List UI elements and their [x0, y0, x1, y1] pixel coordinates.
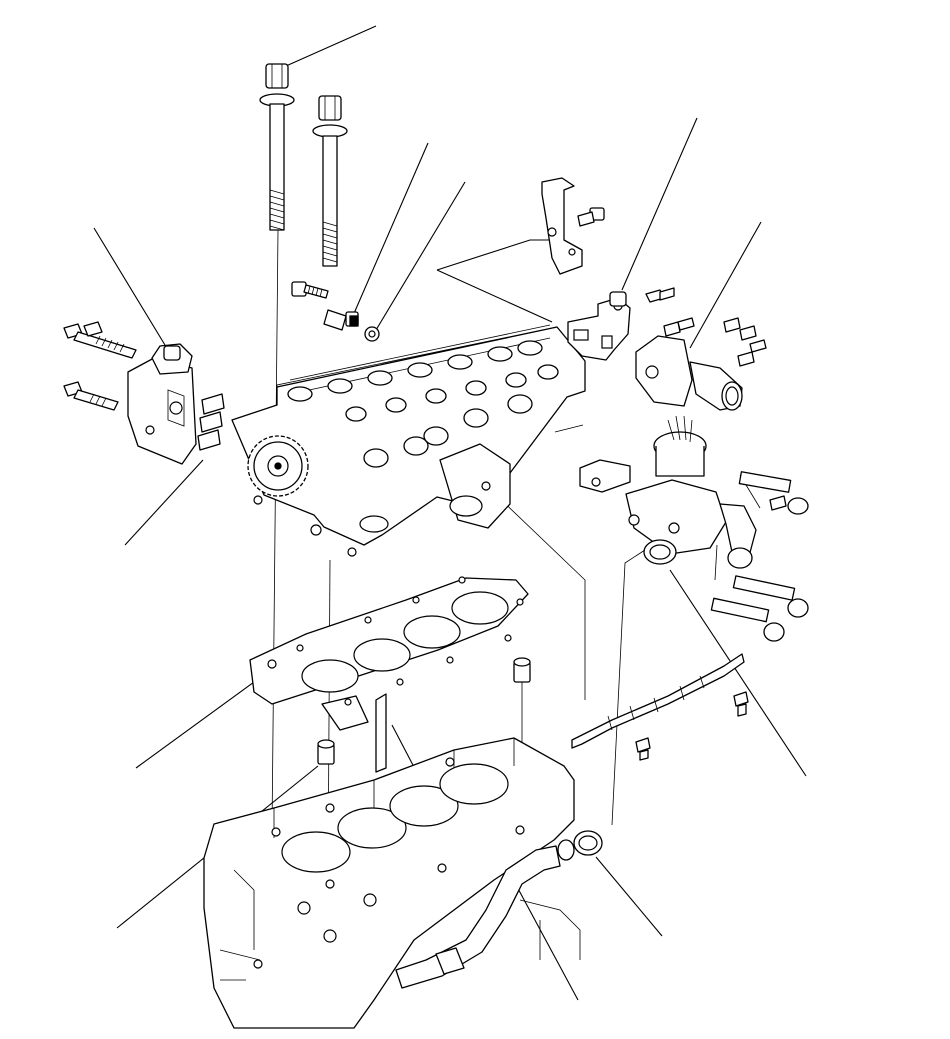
head-gasket-icon — [249, 576, 529, 731]
head-bolt-icon — [259, 63, 348, 267]
orifice-gaskets-icon — [197, 393, 225, 451]
water-pipe-icon — [395, 839, 581, 989]
vtc-actuator-icon — [63, 321, 197, 465]
sealing-washer-icon — [364, 326, 380, 342]
cylinder-head-icon — [231, 324, 586, 557]
cylinder-block-icon — [203, 737, 575, 1029]
camshaft-sprocket-icon — [247, 435, 309, 497]
thermostat-housing-icon — [579, 415, 809, 642]
rear-engine-hanger-icon — [567, 287, 675, 361]
o-ring-icon — [573, 539, 677, 856]
oil-pressure-switch-icon — [291, 281, 359, 331]
harness-bracket-icon — [571, 653, 749, 761]
valve-springs — [287, 340, 559, 468]
dowel-pin-icon — [317, 657, 531, 773]
engine-hanger-icon — [541, 177, 605, 275]
water-outlet-icon — [635, 317, 767, 411]
